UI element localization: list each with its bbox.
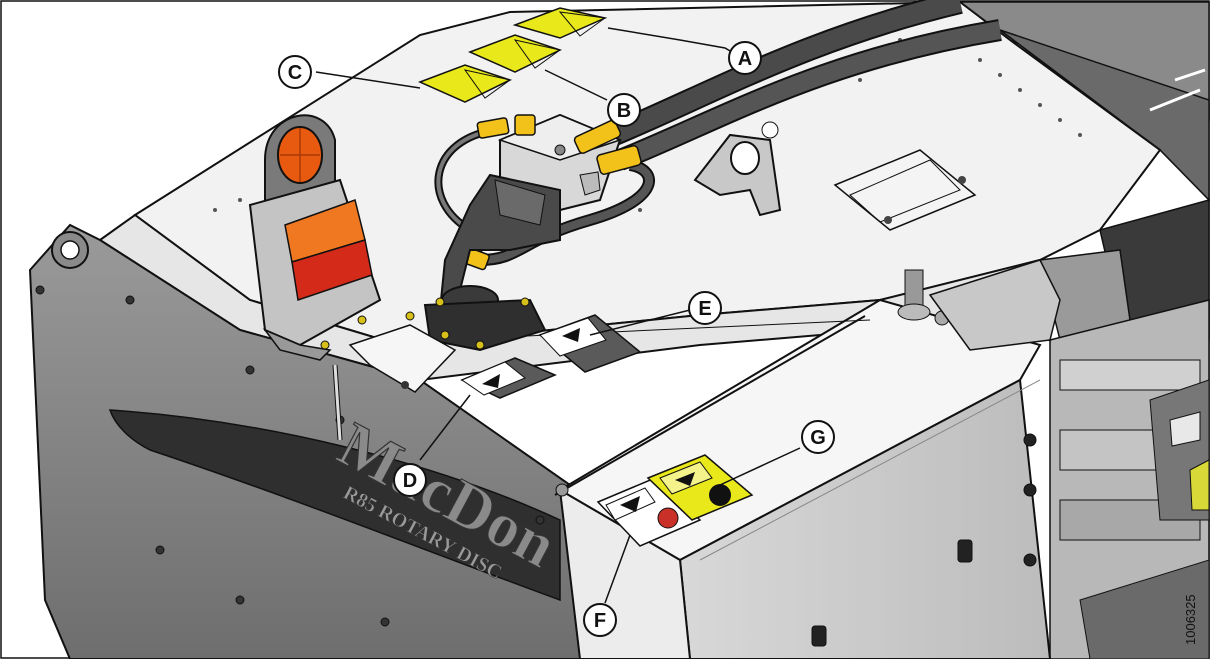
- callout-c-label: C: [288, 62, 302, 84]
- decal-f: [596, 477, 702, 547]
- inspection-cover: [833, 149, 977, 231]
- reflector-assembly: [248, 114, 382, 361]
- hydraulic-fittings: [458, 114, 642, 271]
- deck-hole: [761, 121, 779, 139]
- hinge-plate: [928, 259, 1061, 351]
- background-machinery: [957, 1, 1210, 659]
- figure-number: 1006325: [1183, 594, 1198, 645]
- callout-e-label: E: [698, 298, 711, 320]
- access-plate: [348, 324, 457, 393]
- deck-seam: [554, 315, 866, 496]
- lifting-lug: [693, 133, 782, 217]
- decal-a: [512, 7, 608, 39]
- shim-d: [460, 357, 557, 399]
- decal-c: [418, 64, 512, 103]
- callout-g: G: [801, 420, 835, 454]
- callout-f: F: [583, 603, 617, 637]
- motor-casting: [438, 173, 561, 315]
- leader-lines: [315, 27, 801, 604]
- hydraulic-hoses: [434, 0, 1002, 267]
- shim-e: [538, 314, 642, 373]
- decal-g: [646, 454, 754, 521]
- callout-a: A: [728, 41, 762, 75]
- callout-b: B: [607, 93, 641, 127]
- base-bolts: [405, 297, 530, 350]
- callout-a-label: A: [738, 48, 752, 70]
- motor-base-plate: [423, 298, 547, 352]
- callout-d: D: [393, 463, 427, 497]
- callout-g-label: G: [810, 427, 826, 449]
- callout-c: C: [278, 55, 312, 89]
- brand-swoosh: [108, 409, 561, 602]
- callout-f-label: F: [594, 610, 606, 632]
- callout-d-label: D: [403, 470, 417, 492]
- decal-b: [468, 34, 562, 73]
- callout-b-label: B: [617, 100, 631, 122]
- callout-e: E: [688, 291, 722, 325]
- housing-latches: [811, 433, 1037, 647]
- seam-bolt: [555, 483, 569, 497]
